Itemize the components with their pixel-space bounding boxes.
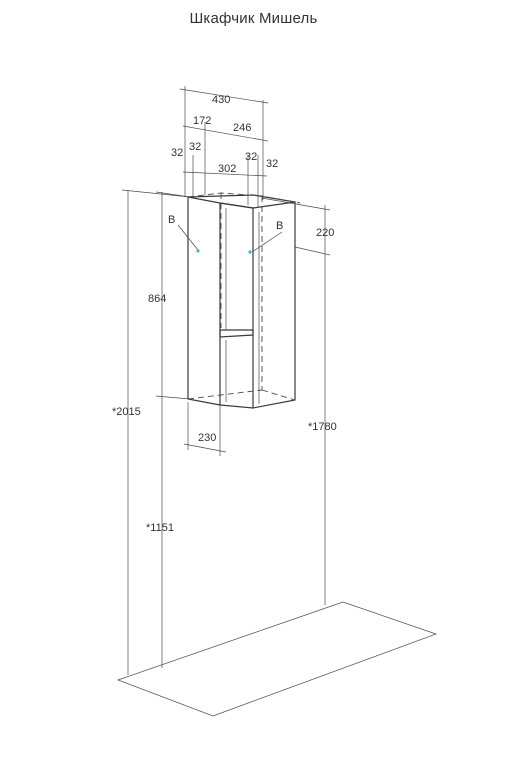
drawing-title: Шкафчик Мишель [189, 10, 318, 27]
dim-864-label: 864 [148, 293, 166, 305]
dim-246-label: 246 [233, 122, 251, 134]
dim-230-label: 230 [198, 432, 216, 444]
dim-1780-label: *1780 [308, 421, 337, 433]
floor-plane [116, 601, 438, 717]
bottom-dimension [183, 402, 227, 456]
marker-leaders [177, 224, 283, 254]
dim-1151-label: *1151 [146, 522, 174, 534]
dim-430-label: 430 [212, 94, 230, 106]
marker-b-left-label: B [168, 214, 175, 226]
dim-172-label: 172 [193, 115, 211, 127]
dim-302-label: 302 [218, 163, 236, 175]
marker-b-right-label: B [276, 220, 283, 232]
mount-point-right [248, 250, 252, 254]
dim-32-b-label: 32 [189, 141, 201, 153]
dim-220-label: 220 [316, 227, 334, 239]
mount-point-left [196, 249, 200, 253]
top-dimensions [179, 86, 269, 207]
dim-32-c-label: 32 [245, 151, 257, 163]
dim-32-d-label: 32 [266, 158, 278, 170]
dim-2015-label: *2015 [112, 406, 141, 418]
vertical-dimensions [121, 189, 331, 675]
dim-32-a-label: 32 [171, 147, 183, 159]
